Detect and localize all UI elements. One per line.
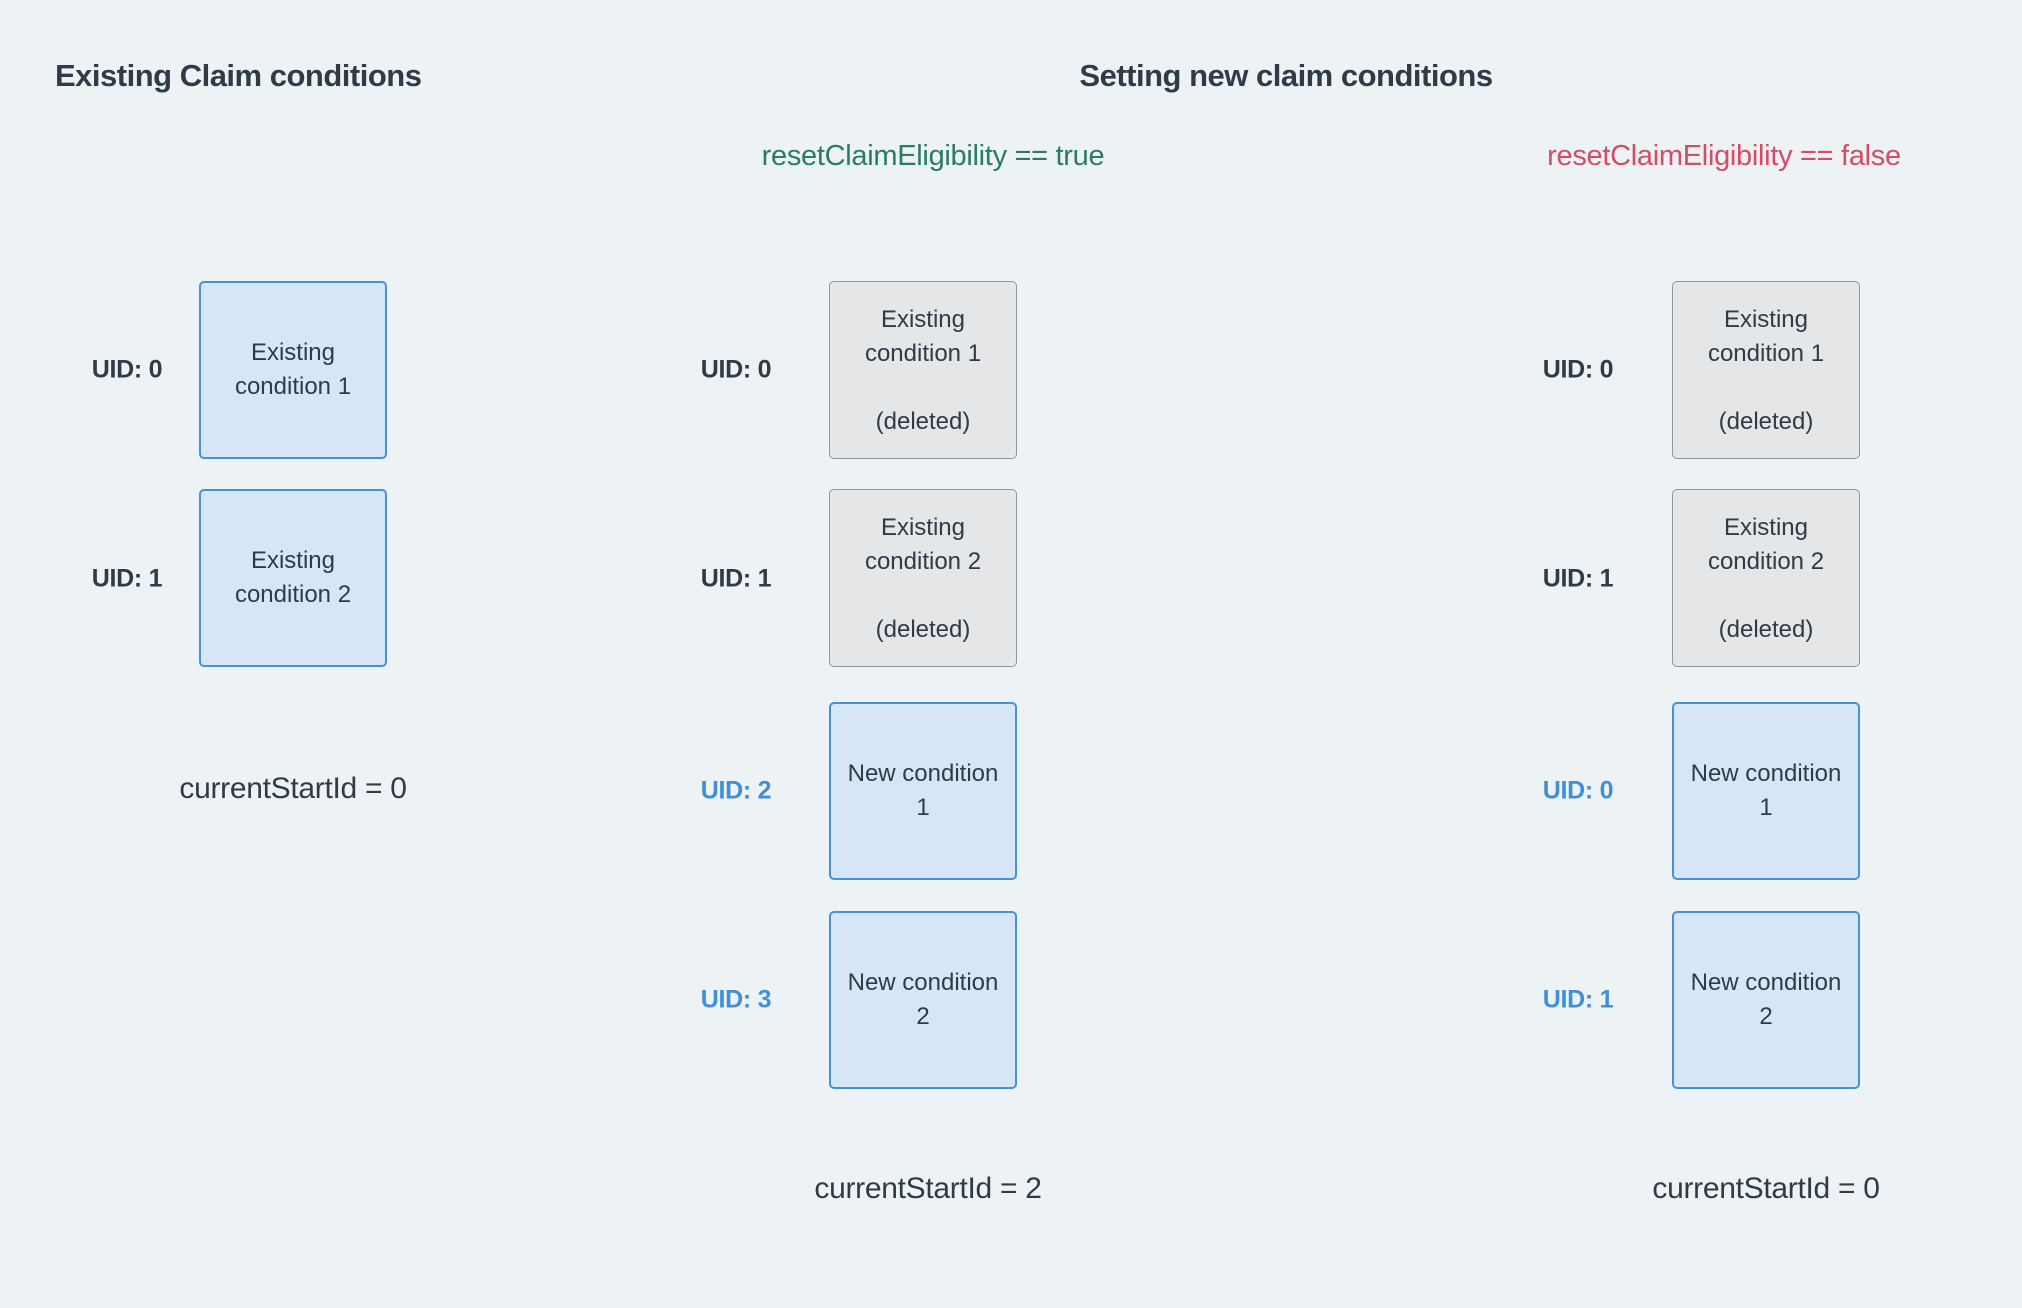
condition-box-new-1: New condition 1 <box>829 702 1017 880</box>
deleted-note: (deleted) <box>875 616 971 643</box>
deleted-note: (deleted) <box>875 408 971 435</box>
condition-box-text: New condition <box>1690 969 1842 996</box>
uid-label: UID: 3 <box>700 985 772 1014</box>
condition-box-text: Existing <box>880 306 966 333</box>
reset-eligibility-false-label: resetClaimEligibility == false <box>1547 140 1901 172</box>
current-start-id-label: currentStartId = 0 <box>179 772 407 805</box>
condition-box-text: condition 2 <box>864 548 982 575</box>
uid-label: UID: 1 <box>700 564 772 593</box>
condition-box-text: Existing <box>880 514 966 541</box>
condition-box-text: Existing <box>250 339 336 366</box>
uid-label: UID: 1 <box>1542 985 1614 1014</box>
condition-box-text: 1 <box>916 794 930 821</box>
uid-label: UID: 0 <box>1542 355 1614 384</box>
uid-label: UID: 1 <box>91 564 163 593</box>
uid-label: UID: 0 <box>700 355 772 384</box>
current-start-id-label: currentStartId = 0 <box>1652 1172 1880 1205</box>
condition-box-text: Existing <box>1723 306 1809 333</box>
condition-box-text: New condition <box>847 760 999 787</box>
uid-label: UID: 0 <box>1542 776 1614 805</box>
condition-box-existing-2: Existing condition 2 <box>199 489 387 667</box>
condition-box-deleted-2: Existing condition 2 (deleted) <box>1672 489 1860 667</box>
condition-box-deleted-1: Existing condition 1 (deleted) <box>1672 281 1860 459</box>
section-title-existing: Existing Claim conditions <box>55 58 422 93</box>
condition-box-text: Existing <box>250 547 336 574</box>
condition-box-text: condition 2 <box>234 581 352 608</box>
reset-eligibility-true-label: resetClaimEligibility == true <box>761 140 1105 172</box>
uid-label: UID: 0 <box>91 355 163 384</box>
condition-box-text: 2 <box>1759 1003 1773 1030</box>
condition-box-text: New condition <box>847 969 999 996</box>
condition-box-existing-1: Existing condition 1 <box>199 281 387 459</box>
uid-label: UID: 2 <box>700 776 772 805</box>
deleted-note: (deleted) <box>1718 408 1814 435</box>
condition-box-deleted-2: Existing condition 2 (deleted) <box>829 489 1017 667</box>
condition-box-text: condition 1 <box>1707 340 1825 367</box>
condition-box-new-2: New condition 2 <box>1672 911 1860 1089</box>
condition-box-deleted-1: Existing condition 1 (deleted) <box>829 281 1017 459</box>
condition-box-text: New condition <box>1690 760 1842 787</box>
section-title-setting-new: Setting new claim conditions <box>1079 58 1493 93</box>
condition-box-text: Existing <box>1723 514 1809 541</box>
current-start-id-label: currentStartId = 2 <box>814 1172 1042 1205</box>
condition-box-text: condition 2 <box>1707 548 1825 575</box>
condition-box-new-2: New condition 2 <box>829 911 1017 1089</box>
condition-box-text: 2 <box>916 1003 930 1030</box>
condition-box-text: condition 1 <box>234 373 352 400</box>
deleted-note: (deleted) <box>1718 616 1814 643</box>
uid-label: UID: 1 <box>1542 564 1614 593</box>
condition-box-text: condition 1 <box>864 340 982 367</box>
condition-box-text: 1 <box>1759 794 1773 821</box>
condition-box-new-1: New condition 1 <box>1672 702 1860 880</box>
